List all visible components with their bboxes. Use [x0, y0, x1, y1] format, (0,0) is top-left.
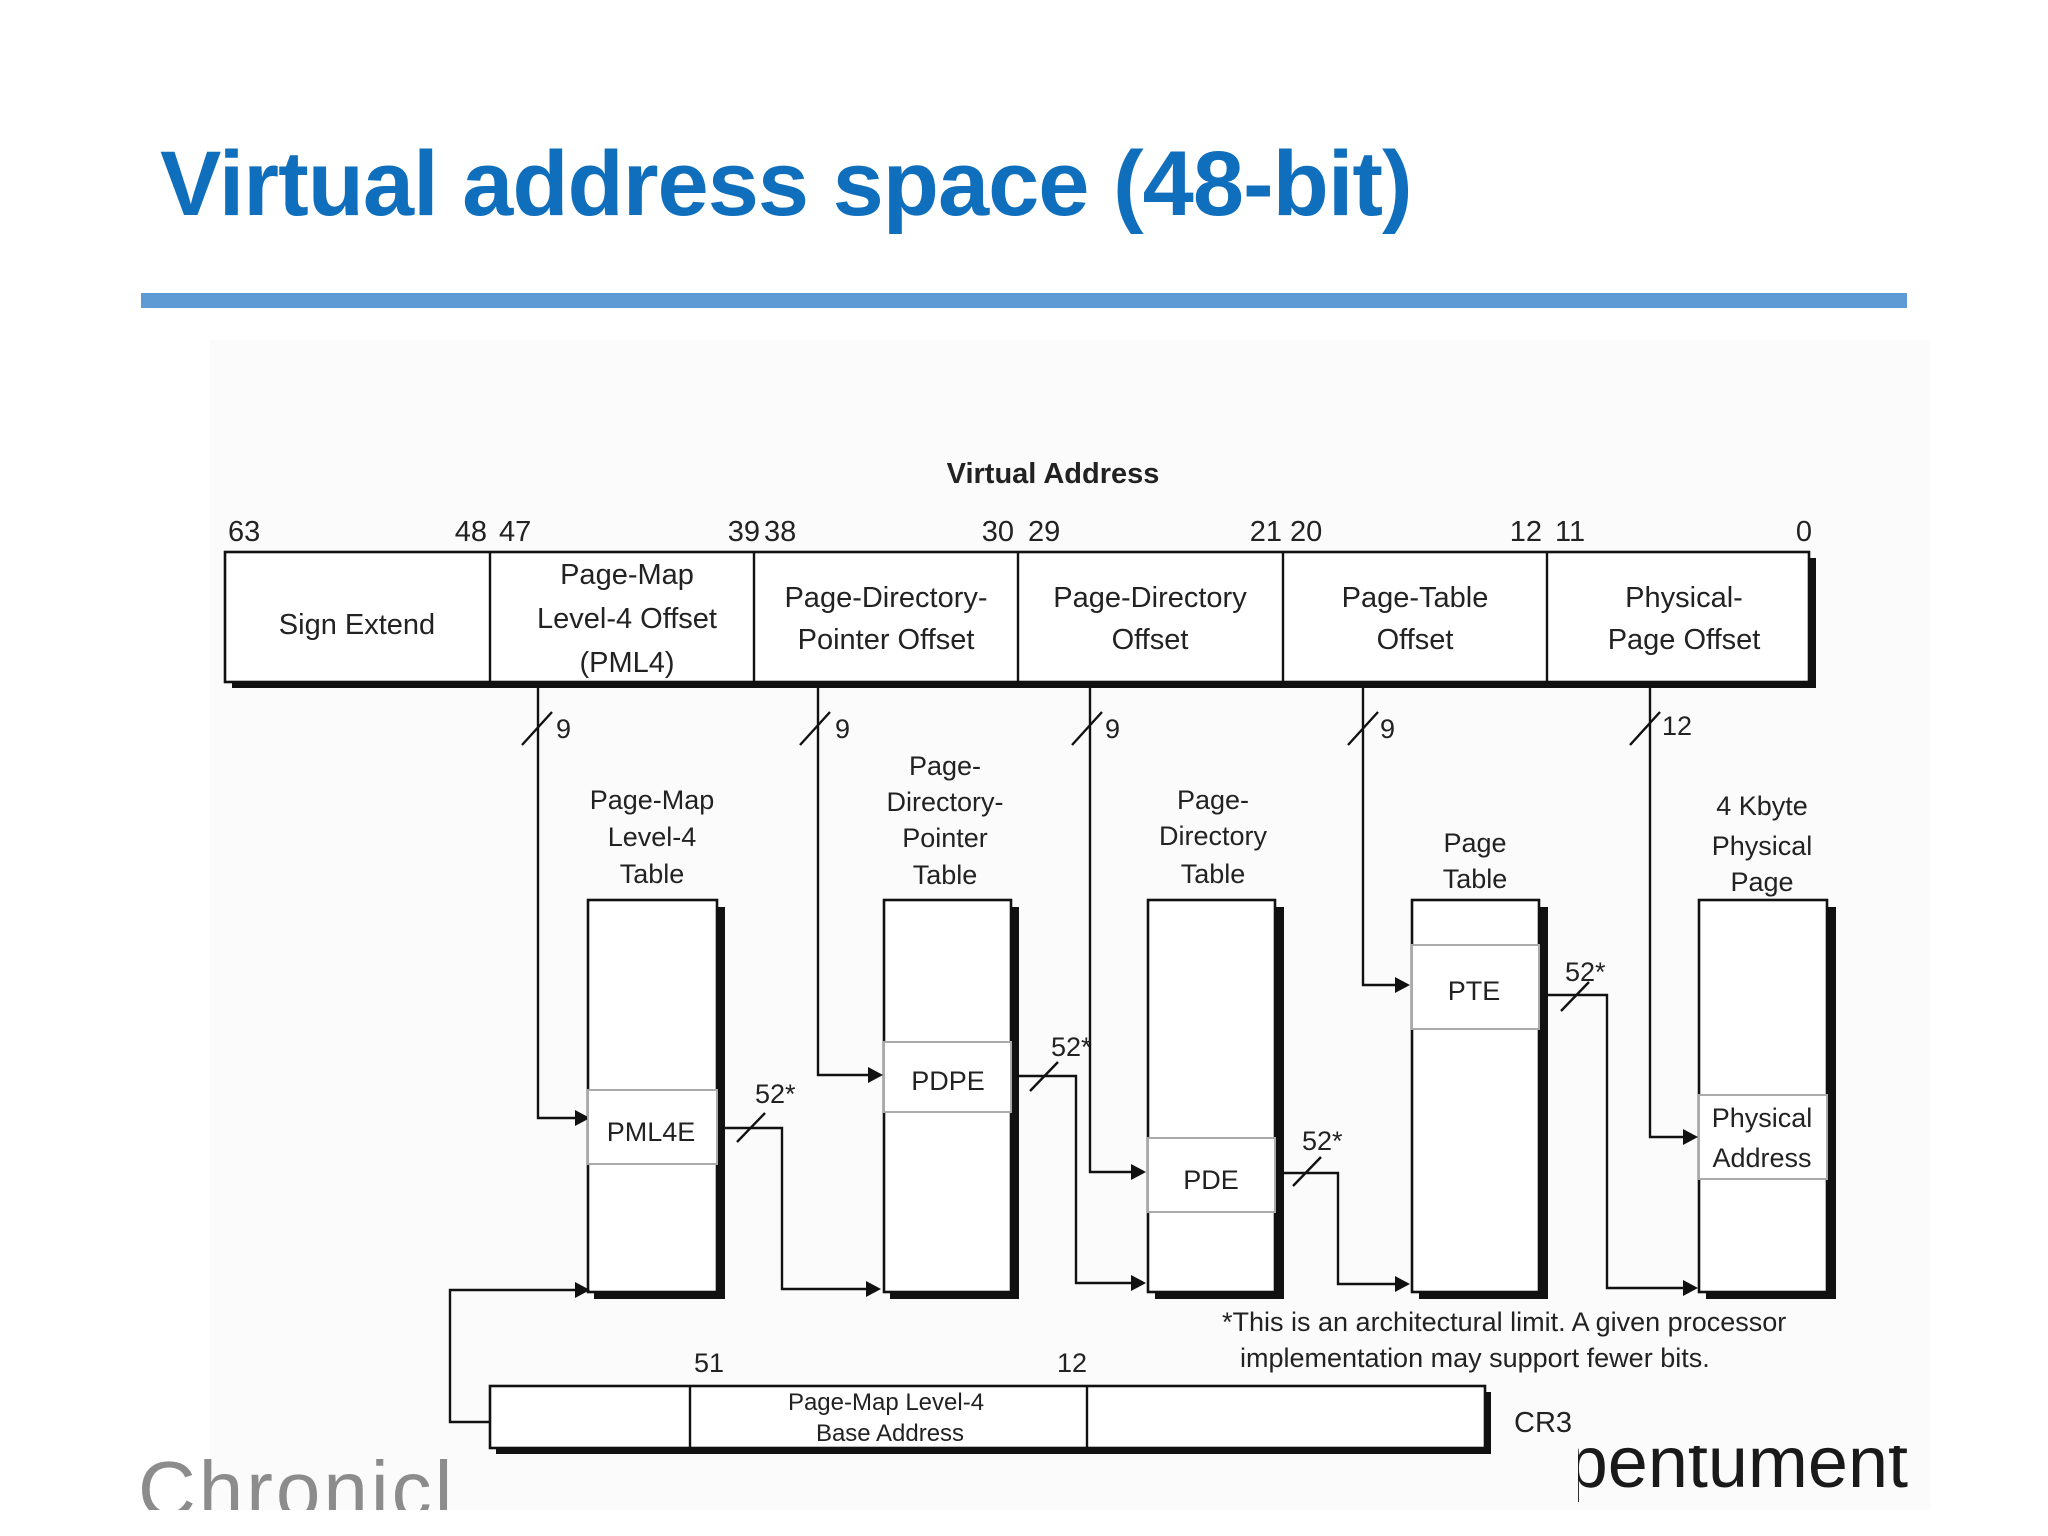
table-title: Table: [1443, 864, 1508, 894]
footer-logo-right: Opentument: [1578, 1446, 1908, 1503]
index-lines: 9 9 9 9 12: [521, 688, 1698, 1180]
cr3-field-label: Base Address: [816, 1420, 964, 1447]
footnote-line: *This is an architectural limit. A given…: [1222, 1307, 1786, 1337]
figure-backdrop: [210, 340, 1930, 1510]
field-pml4-offset: Page-Map Level-4 Offset (PML4): [537, 559, 717, 679]
bit-label: 30: [982, 516, 1014, 548]
svg-text:Physical-: Physical-: [1625, 582, 1743, 614]
index-width: 9: [556, 714, 571, 744]
cr3-name: CR3: [1514, 1407, 1572, 1439]
entry-width-label: 52*: [1565, 957, 1606, 987]
pml4-table: Page-Map Level-4 Table PML4E: [586, 785, 725, 1299]
bit-label: 21: [1250, 516, 1282, 548]
bit-label: 0: [1796, 516, 1812, 548]
field-pd-offset: Page-Directory Offset: [1053, 582, 1247, 656]
footnote: *This is an architectural limit. A given…: [1222, 1307, 1786, 1373]
table-entry-pml4e: PML4E: [607, 1117, 696, 1147]
cr3-register: 51 12 Page-Map Level-4 Base Address CR3: [488, 1348, 1572, 1454]
bit-label: 12: [1057, 1348, 1087, 1378]
bit-label: 20: [1290, 516, 1322, 548]
bit-label: 51: [694, 1348, 724, 1378]
bit-label: 47: [499, 516, 531, 548]
field-sign-extend: Sign Extend: [279, 609, 435, 641]
field-pdp-offset: Page-Directory- Pointer Offset: [784, 582, 987, 656]
table-title: Page-: [909, 751, 981, 781]
table-title: Page-: [1177, 785, 1249, 815]
svg-text:Level-4 Offset: Level-4 Offset: [537, 603, 717, 635]
bit-label: 48: [455, 516, 487, 548]
index-width: 9: [1380, 714, 1395, 744]
bit-label: 63: [228, 516, 260, 548]
bit-label: 39: [728, 516, 760, 548]
physical-address-entry: Physical: [1712, 1103, 1813, 1133]
table-title: Pointer: [902, 823, 988, 853]
index-width: 9: [1105, 714, 1120, 744]
table-title: Physical: [1712, 831, 1813, 861]
entry-width-label: 52*: [1302, 1126, 1343, 1156]
slide-title: Virtual address space (48-bit): [160, 133, 1413, 235]
bit-label: 29: [1028, 516, 1060, 548]
field-page-offset: Physical- Page Offset: [1608, 582, 1761, 656]
entry-width-label: 52*: [755, 1079, 796, 1109]
index-width: 12: [1662, 711, 1692, 741]
bit-label: 38: [764, 516, 796, 548]
table-title: Table: [620, 859, 685, 889]
svg-text:(PML4): (PML4): [579, 647, 674, 679]
bit-label: 11: [1555, 516, 1585, 548]
table-title: Page-Map: [590, 785, 715, 815]
physical-address-entry: Address: [1712, 1143, 1811, 1173]
table-title: Directory-: [886, 787, 1003, 817]
svg-text:Page-Directory-: Page-Directory-: [784, 582, 987, 614]
svg-text:Offset: Offset: [1377, 624, 1454, 656]
entry-width-label: 52*: [1051, 1032, 1092, 1062]
title-rule: [141, 293, 1907, 308]
diagram-heading: Virtual Address: [947, 458, 1160, 490]
svg-text:Page-Directory: Page-Directory: [1053, 582, 1247, 614]
svg-text:Page Offset: Page Offset: [1608, 624, 1761, 656]
page-table: Page Table PTE: [1410, 828, 1548, 1299]
bit-labels: 63 48 47 39 38 30 29 21 20 12 11 0: [228, 516, 1812, 548]
table-title: 4 Kbyte: [1716, 791, 1808, 821]
field-pt-offset: Page-Table Offset: [1342, 582, 1489, 656]
index-width: 9: [835, 714, 850, 744]
svg-text:Offset: Offset: [1112, 624, 1189, 656]
table-title: Level-4: [608, 822, 697, 852]
physical-page: 4 Kbyte Physical Page Physical Address: [1697, 791, 1836, 1299]
svg-text:Page-Table: Page-Table: [1342, 582, 1489, 614]
table-title: Page: [1443, 828, 1506, 858]
svg-text:Page-Map: Page-Map: [560, 559, 694, 591]
svg-text:Pointer Offset: Pointer Offset: [798, 624, 975, 656]
table-title: Table: [1181, 859, 1246, 889]
cr3-field-label: Page-Map Level-4: [788, 1389, 984, 1416]
entry-pointer-lines: 52* 52* 52* 52*: [448, 957, 1698, 1424]
table-entry-pde: PDE: [1183, 1165, 1239, 1195]
pdp-table: Page- Directory- Pointer Table PDPE: [882, 751, 1019, 1299]
table-title: Table: [913, 860, 978, 890]
table-title: Page: [1730, 867, 1793, 897]
svg-text:Sign Extend: Sign Extend: [279, 609, 435, 641]
footer-logo-left: Chronicle: [138, 1445, 458, 1510]
table-entry-pte: PTE: [1448, 976, 1501, 1006]
virtual-address-register: Sign Extend Page-Map Level-4 Offset (PML…: [223, 550, 1816, 688]
bit-label: 12: [1510, 516, 1542, 548]
pd-table: Page- Directory Table PDE: [1146, 785, 1284, 1299]
footnote-line: implementation may support fewer bits.: [1240, 1343, 1710, 1373]
table-entry-pdpe: PDPE: [911, 1066, 985, 1096]
table-title: Directory: [1159, 821, 1268, 851]
